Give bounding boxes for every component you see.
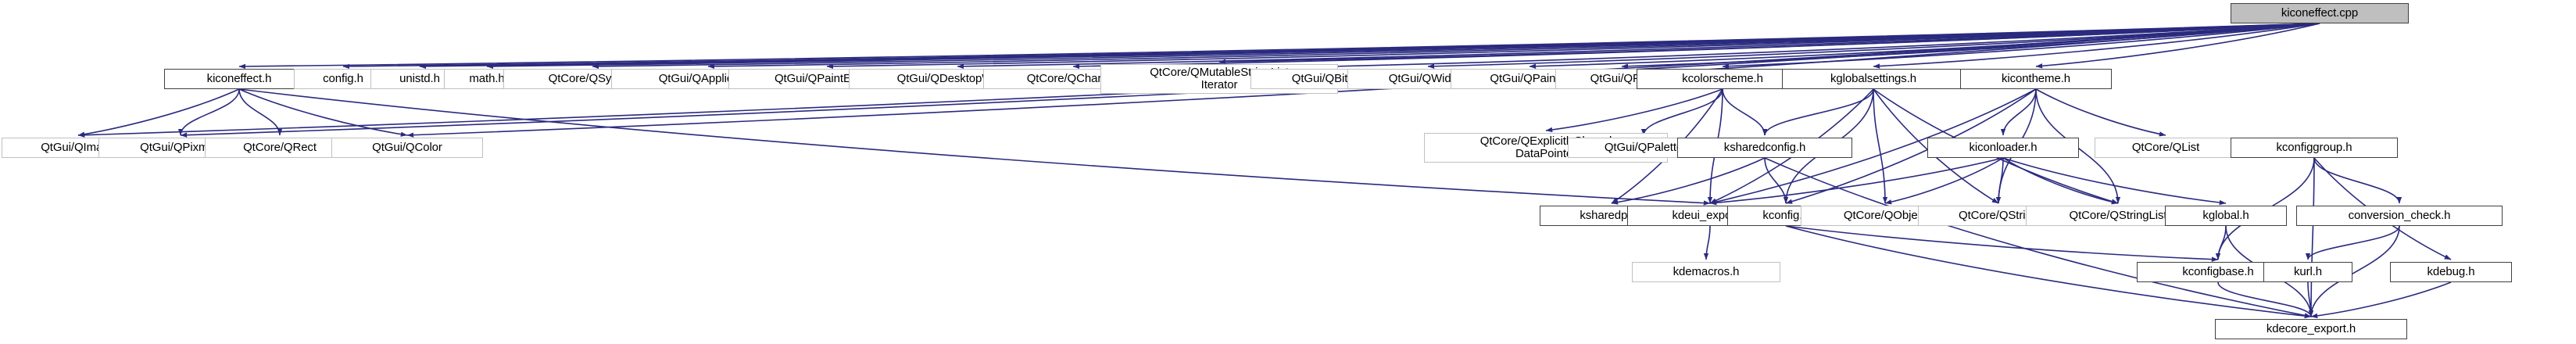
graph-edge (1873, 88, 1888, 204)
graph-edge (77, 88, 240, 137)
graph-node-kiconeffect-cpp[interactable]: kiconeffect.cpp (2231, 3, 2409, 23)
graph-edge (1722, 23, 2320, 69)
graph-edge (238, 88, 408, 137)
graph-node-kiconeffect-h[interactable]: kiconeffect.h (164, 69, 314, 89)
graph-edge (592, 23, 2320, 70)
graph-node-kglobalsettings-h[interactable]: kglobalsettings.h (1782, 69, 1965, 89)
graph-node-kglobal-h[interactable]: kglobal.h (2165, 206, 2287, 226)
graph-edge (2035, 23, 2320, 69)
graph-node-kdecore-export-h[interactable]: kdecore_export.h (2215, 319, 2407, 339)
graph-edge (2215, 225, 2227, 260)
graph-edge (2002, 157, 2119, 205)
graph-edge (177, 88, 240, 136)
graph-node-kdemacros-h[interactable]: kdemacros.h (1632, 262, 1780, 282)
graph-edge (2002, 157, 2227, 206)
graph-edge (1722, 88, 1768, 136)
graph-edge (1072, 23, 2320, 70)
graph-edge (1764, 157, 1789, 204)
graph-edge (2035, 88, 2166, 137)
graph-node-kconfiggroup-h[interactable]: kconfiggroup.h (2231, 138, 2398, 158)
graph-edge (2308, 157, 2315, 317)
graph-edge (1884, 157, 2004, 205)
graph-edge (342, 23, 2320, 70)
graph-edge (1621, 23, 2320, 69)
graph-edge (1529, 23, 2320, 69)
graph-edge (419, 23, 2320, 70)
graph-node-qlist[interactable]: QtCore/QList (2095, 138, 2237, 158)
graph-edge (1427, 23, 2320, 69)
graph-edge (238, 88, 283, 136)
graph-node-kdebug-h[interactable]: kdebug.h (2390, 262, 2512, 282)
graph-node-qcolor[interactable]: QtGui/QColor (331, 138, 483, 158)
graph-edge (2000, 88, 2037, 136)
graph-edge (1764, 157, 2312, 318)
graph-edge (1218, 23, 2320, 65)
graph-node-kcolorscheme-h[interactable]: kcolorscheme.h (1637, 69, 1809, 89)
graph-edge (826, 23, 2320, 70)
graph-edge (1330, 23, 2320, 69)
graph-edge (2313, 157, 2402, 204)
graph-edge (1785, 225, 2219, 262)
graph-edge (1703, 225, 1711, 260)
graph-edge (1762, 88, 1874, 136)
graph-edge (2310, 281, 2452, 319)
graph-edge (1709, 157, 2004, 206)
graph-edge (707, 23, 2320, 70)
graph-edge (1611, 157, 1766, 205)
graph-node-ksharedconfig-h[interactable]: ksharedconfig.h (1677, 138, 1852, 158)
graph-node-kurl-h[interactable]: kurl.h (2263, 262, 2352, 282)
graph-edge (1640, 88, 1723, 136)
graph-edge (1545, 88, 1723, 133)
graph-edge (1873, 23, 2320, 69)
graph-edge (957, 23, 2320, 70)
graph-edge (1995, 157, 2004, 204)
graph-edge (2307, 281, 2314, 317)
graph-edge (238, 23, 2320, 70)
graph-node-kiconloader-h[interactable]: kiconloader.h (1927, 138, 2079, 158)
graph-node-kicontheme-h[interactable]: kicontheme.h (1960, 69, 2112, 89)
graph-edge (486, 23, 2320, 70)
graph-node-conversion-check-h[interactable]: conversion_check.h (2296, 206, 2503, 226)
graph-node-qrect[interactable]: QtCore/QRect (205, 138, 355, 158)
graph-edge (2217, 281, 2314, 317)
graph-edge (2305, 225, 2400, 260)
